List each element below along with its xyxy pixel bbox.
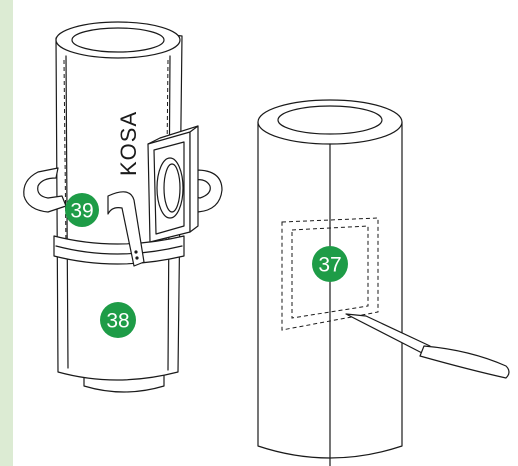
pipe-figure: 37: [257, 99, 510, 466]
holder-plate-face: [189, 125, 199, 233]
callout-37: 37: [312, 246, 348, 282]
sleeve-hidden-edge: [63, 59, 67, 251]
holder-ring: [156, 157, 184, 219]
strap-band-line: [55, 245, 183, 255]
pipe-inner-rim: [277, 105, 383, 135]
sleeve-hidden-edge-right: [165, 59, 169, 251]
side-strip: [0, 0, 13, 466]
holder-ring-inner: [163, 163, 181, 213]
curl-arrow-left: [23, 167, 67, 213]
callout-badge: [312, 246, 348, 282]
holder-frame-inner: [153, 141, 185, 235]
sleeve-inner-rim: [71, 27, 165, 53]
strap-hole: [134, 250, 138, 254]
callout-badge: [65, 193, 99, 227]
callout-number: 37: [318, 254, 341, 277]
cutout-inner-outline: [291, 225, 369, 319]
strap-loop: [107, 191, 145, 267]
knife-handle: [419, 345, 510, 379]
callout-number: 38: [106, 310, 129, 333]
callout-39: 39: [65, 193, 99, 227]
cutout-outline: [281, 217, 379, 331]
callout-38: 38: [100, 302, 136, 338]
brand-label: KOSA: [116, 111, 141, 176]
callout-badge: [100, 302, 136, 338]
strap-band: [53, 235, 185, 265]
wrapped-tube-figure: KOSA 39 38: [23, 21, 223, 393]
callout-number: 39: [70, 200, 93, 223]
strap-hole: [135, 256, 139, 260]
